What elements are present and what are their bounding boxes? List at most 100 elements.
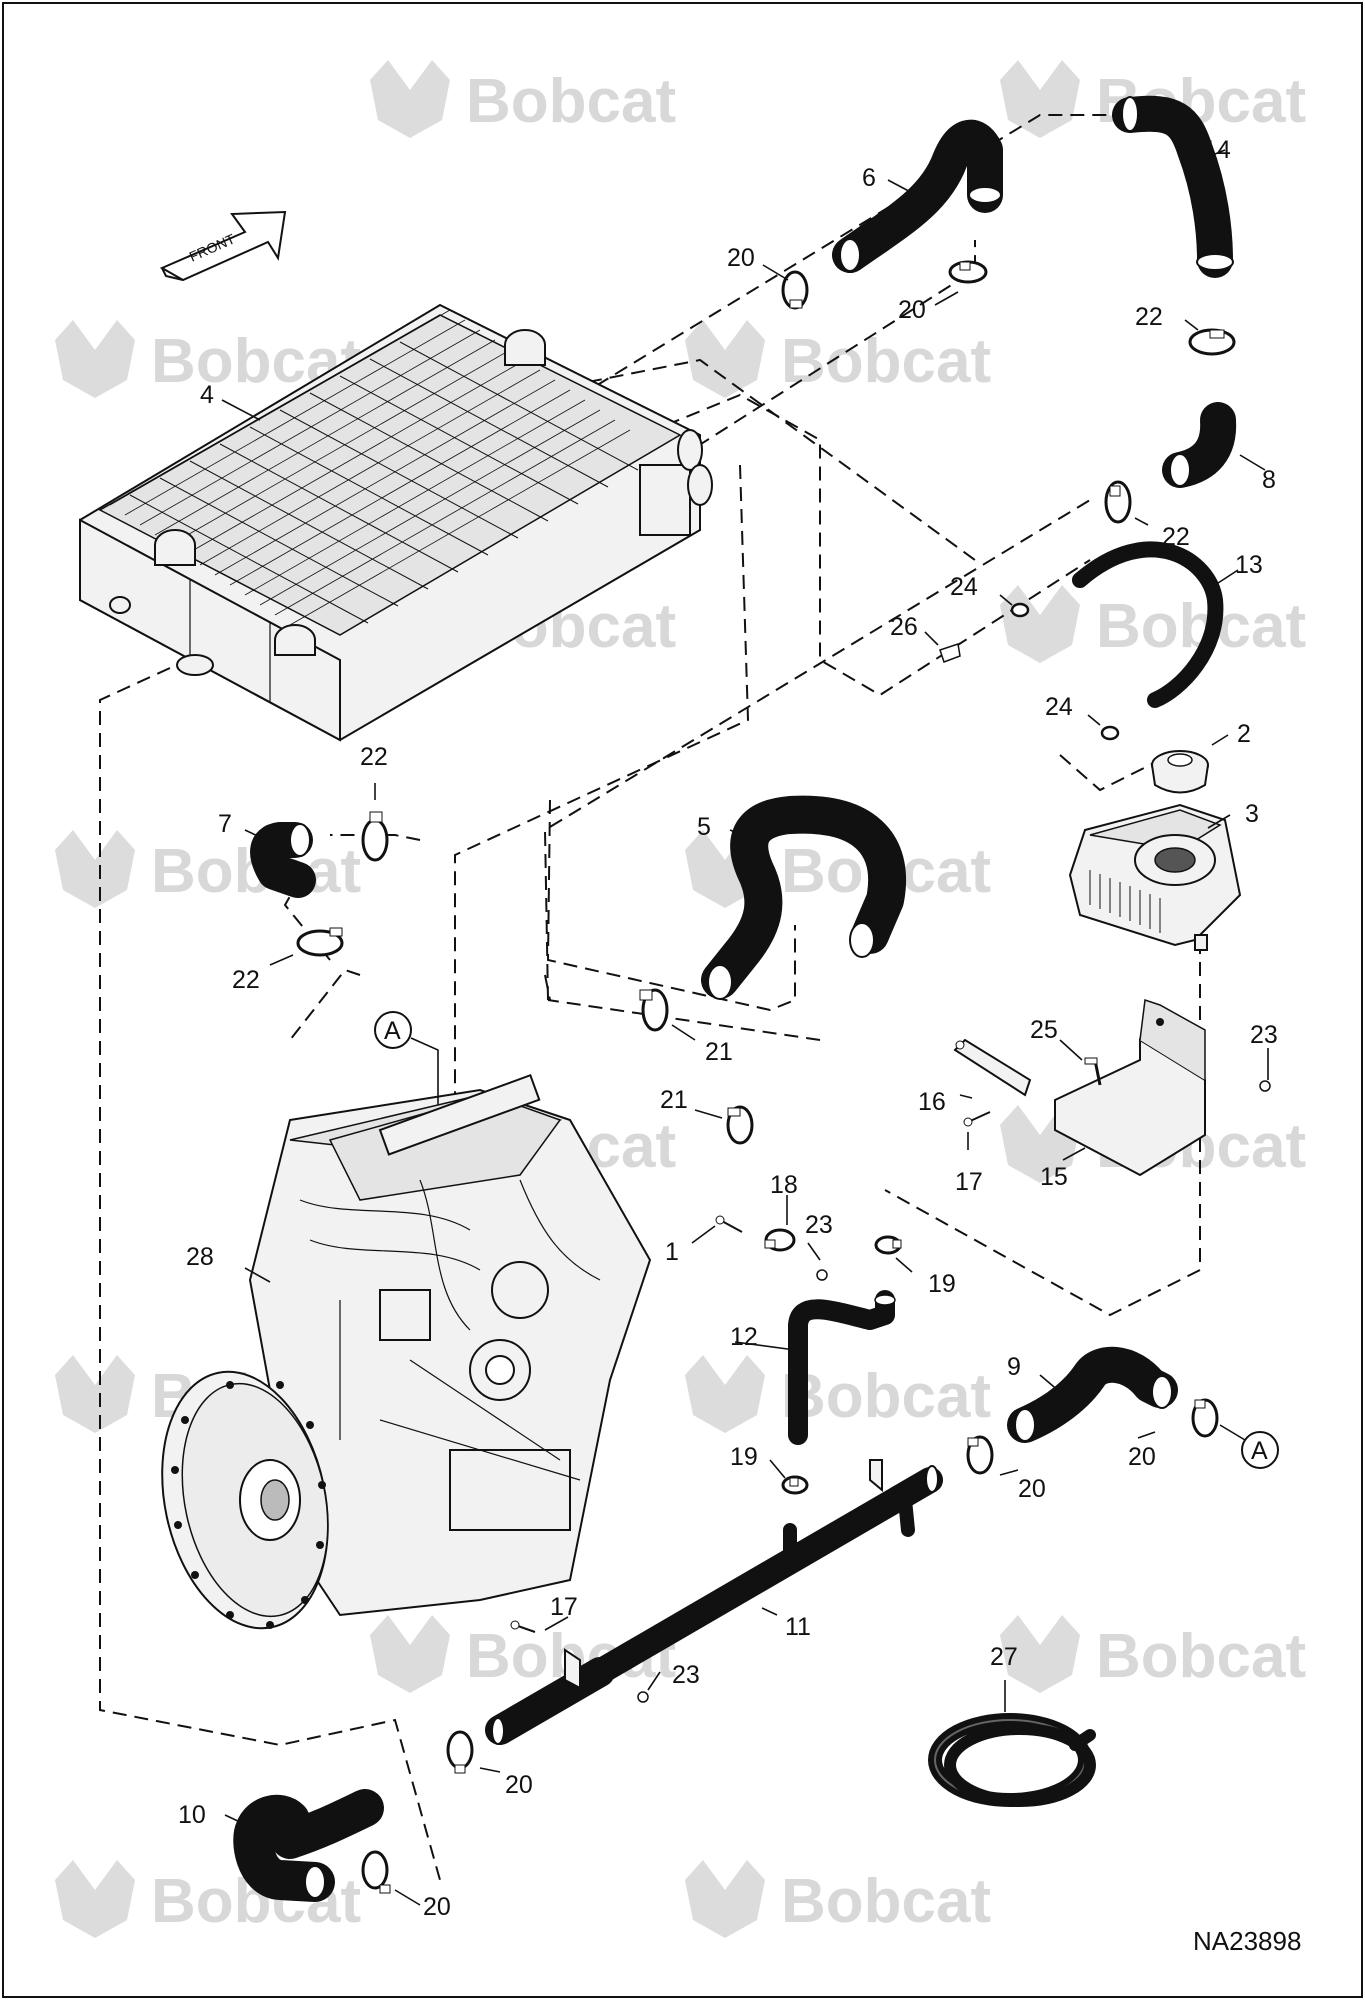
- watermark-text: Bobcat: [466, 67, 676, 136]
- callout-23: 23: [805, 1211, 833, 1239]
- radiator-cap: [1151, 750, 1209, 794]
- coolant-tank: [1068, 803, 1242, 951]
- callout-7: 7: [218, 810, 232, 838]
- callout-12: 12: [730, 1323, 758, 1351]
- callout-9: 9: [1007, 1353, 1021, 1381]
- callout-19: 19: [928, 1270, 956, 1298]
- bobcat-head-logo-icon: [685, 320, 765, 398]
- bobcat-head-logo-icon: [55, 1355, 135, 1433]
- callout-17: 17: [955, 1168, 983, 1196]
- callout-4: 4: [200, 381, 214, 409]
- callout-2: 2: [1237, 720, 1251, 748]
- bobcat-head-logo-icon: [370, 60, 450, 138]
- hose-9: [1007, 1346, 1178, 1443]
- bobcat-head-logo-icon: [55, 1860, 135, 1938]
- hose-coil-27: [928, 1713, 1096, 1807]
- callout-21: 21: [705, 1038, 733, 1066]
- clamp-20: [966, 1435, 994, 1475]
- bobcat-head-logo-icon: [685, 1355, 765, 1433]
- bolt-17: [963, 1111, 991, 1127]
- callout-25: 25: [1030, 1016, 1058, 1044]
- engine: [161, 1073, 652, 1630]
- callout-1: 1: [665, 1238, 679, 1266]
- arrow-icon: [159, 210, 287, 282]
- clamp-20: [948, 260, 988, 284]
- callout-22: 22: [360, 743, 388, 771]
- pipe-11: [485, 1459, 943, 1745]
- nut-23: [1259, 1080, 1271, 1092]
- clamp-24: [1010, 602, 1030, 618]
- callout-13: 13: [1235, 551, 1263, 579]
- front-arrow: FRONT: [159, 210, 287, 282]
- watermark-text: Bobcat: [781, 1867, 991, 1936]
- clamp-24: [1100, 725, 1120, 741]
- clamp-20: [1191, 1398, 1219, 1438]
- callout-14: 14: [1203, 136, 1231, 164]
- callout-19: 19: [730, 1443, 758, 1471]
- callout-20: 20: [505, 1771, 533, 1799]
- bobcat-head-logo-icon: [1000, 585, 1080, 663]
- leader-lines: [221, 149, 1279, 1906]
- bolt-1: [715, 1215, 743, 1233]
- callout-22: 22: [1135, 303, 1163, 331]
- callout-23: 23: [672, 1661, 700, 1689]
- bobcat-head-logo-icon: [1000, 1615, 1080, 1693]
- callout-3: 3: [1245, 800, 1259, 828]
- callout-8: 8: [1262, 466, 1276, 494]
- callout-26: 26: [890, 613, 918, 641]
- callout-20: 20: [727, 244, 755, 272]
- clamp-20: [361, 1850, 391, 1894]
- callout-22: 22: [1162, 523, 1190, 551]
- hose-13: [1072, 541, 1224, 708]
- bobcat-head-logo-icon: [55, 830, 135, 908]
- bracket-15: [1054, 998, 1206, 1177]
- callout-16: 16: [918, 1088, 946, 1116]
- bolt-25: [1084, 1057, 1102, 1086]
- bobcat-head-logo-icon: [55, 320, 135, 398]
- callout-17: 17: [550, 1593, 578, 1621]
- callout-6: 6: [862, 164, 876, 192]
- clamp-20: [446, 1730, 474, 1774]
- clamp-19: [874, 1235, 902, 1255]
- clamp-21: [639, 988, 669, 1032]
- clamp-22: [1188, 328, 1236, 356]
- hose-7: [250, 822, 316, 898]
- callout-10: 10: [178, 1801, 206, 1829]
- bobcat-head-logo-icon: [1000, 60, 1080, 138]
- callout-20: 20: [1018, 1475, 1046, 1503]
- view-marker-a: A: [1251, 1437, 1268, 1465]
- pipe-14: [1112, 95, 1234, 278]
- hose-8: [1162, 402, 1237, 488]
- watermark-text: Bobcat: [781, 1362, 991, 1431]
- reference-code: NA23898: [1193, 1926, 1301, 1956]
- callout-24: 24: [950, 573, 978, 601]
- hose-6: [832, 119, 1003, 273]
- clamp-19: [781, 1475, 809, 1495]
- radiator: [79, 303, 713, 742]
- fitting-26: [939, 643, 961, 663]
- clamp-20: [781, 270, 809, 310]
- hose-5: [701, 795, 907, 1000]
- watermark-text: Bobcat: [781, 327, 991, 396]
- callout-20: 20: [423, 1893, 451, 1921]
- callout-5: 5: [697, 813, 711, 841]
- hose-12: [788, 1290, 896, 1445]
- clamp-22: [296, 927, 344, 957]
- bobcat-head-logo-icon: [685, 1860, 765, 1938]
- clamp-21: [726, 1105, 754, 1145]
- hardware: [510, 643, 1271, 1703]
- clamps: [296, 260, 1236, 1894]
- nut-23: [816, 1269, 828, 1281]
- hose-10: [233, 1789, 384, 1902]
- callout-labels: 4 6 20 20 14 22 8 22 13 24 26 24 2 3 5 7…: [178, 136, 1278, 1921]
- callout-24: 24: [1045, 693, 1073, 721]
- callout-20: 20: [898, 296, 926, 324]
- callout-21: 21: [660, 1086, 688, 1114]
- callout-20: 20: [1128, 1443, 1156, 1471]
- watermark-layer: Bobcat Bobcat Bobcat Bobcat Bobcat Bobca…: [55, 60, 1306, 1938]
- clamp-22: [1104, 480, 1132, 524]
- callout-22: 22: [232, 966, 260, 994]
- bobcat-head-logo-icon: [370, 1615, 450, 1693]
